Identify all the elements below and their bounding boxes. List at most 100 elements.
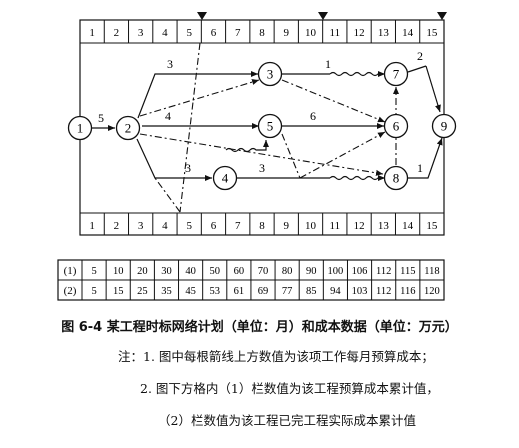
dummy-5-8 — [281, 133, 301, 179]
activity-2-3 — [137, 71, 258, 119]
month-bottom-9: 9 — [284, 220, 290, 232]
node-label-4: 4 — [222, 171, 229, 186]
table-cell-r2-12: 103 — [352, 286, 368, 297]
month-top-15: 15 — [426, 27, 438, 39]
activity-label-2-5: 4 — [165, 109, 171, 123]
table-cell-r1-2: 10 — [113, 266, 124, 277]
month-top-2: 2 — [114, 27, 120, 39]
month-top-9: 9 — [284, 27, 290, 39]
table-row1-label: (1) — [64, 265, 77, 277]
table-cell-r2-14: 116 — [400, 286, 415, 297]
node-4 — [212, 165, 238, 191]
month-top-11: 11 — [330, 27, 341, 39]
month-top-14: 14 — [402, 27, 414, 39]
grid-lines — [103, 20, 421, 235]
node-label-8: 8 — [393, 171, 400, 186]
table-cell-r1-12: 106 — [352, 266, 368, 277]
node-label-7: 7 — [393, 67, 400, 82]
month-bottom-5: 5 — [186, 220, 192, 232]
month-top-12: 12 — [354, 27, 365, 39]
node-2 — [115, 115, 141, 141]
node-5 — [257, 113, 283, 139]
activity-label-8-9: 1 — [417, 161, 423, 175]
nodes: 1 2 3 4 5 6 7 8 9 — [67, 61, 457, 191]
month-bottom-10: 10 — [305, 220, 317, 232]
float-4-8 — [329, 175, 385, 181]
activity-label-5-6: 6 — [310, 109, 316, 123]
table-cell-r1-10: 90 — [306, 266, 317, 277]
note-line-3: （2）栏数值为该工程已完工程实际成本累计值 — [158, 413, 416, 428]
dummy-col6 — [179, 42, 201, 213]
table-column-lines — [81, 260, 421, 300]
table-cell-r2-15: 120 — [424, 286, 440, 297]
activity-2-4 — [136, 138, 212, 181]
activity-label-3-7: 1 — [325, 57, 331, 71]
month-bottom-2: 2 — [114, 220, 120, 232]
month-top-5: 5 — [186, 27, 192, 39]
month-bottom-4: 4 — [162, 220, 168, 232]
month-bottom-15: 15 — [426, 220, 438, 232]
table-cell-r2-1: 5 — [91, 286, 96, 297]
month-top-4: 4 — [162, 27, 168, 39]
activity-label-7-9: 2 — [417, 49, 423, 63]
node-label-6: 6 — [393, 119, 400, 134]
dummy-3-6 — [281, 79, 386, 123]
table-cell-r1-6: 50 — [209, 266, 220, 277]
node-6 — [383, 113, 409, 139]
activity-8-9 — [408, 137, 443, 179]
table-cell-r1-1: 5 — [91, 266, 96, 277]
node-7 — [383, 61, 409, 87]
node-8 — [383, 165, 409, 191]
table-cell-r2-5: 45 — [185, 286, 196, 297]
node-9 — [431, 113, 457, 139]
dummy-2-8 — [139, 133, 384, 176]
table-cell-r1-8: 70 — [258, 266, 269, 277]
month-bottom-7: 7 — [235, 220, 241, 232]
dummy-col6b — [154, 177, 181, 213]
table-cell-r2-6: 53 — [209, 286, 220, 297]
table-cell-r2-2: 15 — [113, 286, 124, 297]
month-bottom-8: 8 — [259, 220, 265, 232]
table-cell-r1-11: 100 — [328, 266, 344, 277]
month-top-10: 10 — [305, 27, 317, 39]
note-line-1: 注：1. 图中每根箭线上方数值为该项工作每月预算成本； — [118, 349, 434, 364]
month-top-7: 7 — [235, 27, 241, 39]
month-bottom-14: 14 — [402, 220, 414, 232]
month-bottom-1: 1 — [89, 220, 95, 232]
month-top-1: 1 — [89, 27, 95, 39]
table-cell-r1-9: 80 — [282, 266, 293, 277]
node-label-2: 2 — [125, 121, 132, 136]
month-top-6: 6 — [211, 27, 217, 39]
activity-label-2-4: 3 — [185, 161, 191, 175]
table-cell-r1-15: 118 — [424, 266, 439, 277]
table-cell-r1-5: 40 — [185, 266, 196, 277]
check-marker-15 — [437, 12, 447, 20]
month-bottom-6: 6 — [211, 220, 217, 232]
node-label-5: 5 — [267, 119, 274, 134]
table-cell-r2-8: 69 — [258, 286, 269, 297]
month-bottom-12: 12 — [354, 220, 365, 232]
activity-label-4-8: 3 — [259, 161, 265, 175]
float-3-7 — [329, 71, 385, 77]
table-cell-r1-13: 112 — [376, 266, 391, 277]
table-row2-label: (2) — [64, 285, 77, 297]
note-line-2: 2. 图下方格内（1）栏数值为该工程预算成本累计值， — [140, 381, 439, 396]
dummy-2-3 — [139, 79, 260, 117]
node-label-3: 3 — [267, 67, 274, 82]
activities — [92, 65, 443, 181]
activity-label-1-2: 5 — [98, 111, 104, 125]
month-bottom-13: 13 — [378, 220, 390, 232]
month-bottom-3: 3 — [138, 220, 144, 232]
activity-label-2-3: 3 — [167, 57, 173, 71]
table-cell-r2-10: 85 — [306, 286, 317, 297]
dummy-activities — [139, 42, 399, 213]
activity-7-9 — [407, 65, 427, 73]
node-label-9: 9 — [441, 119, 448, 134]
figure-caption: 图 6-4 某工程时标网络计划（单位：月）和成本数据（单位：万元） — [61, 320, 458, 335]
